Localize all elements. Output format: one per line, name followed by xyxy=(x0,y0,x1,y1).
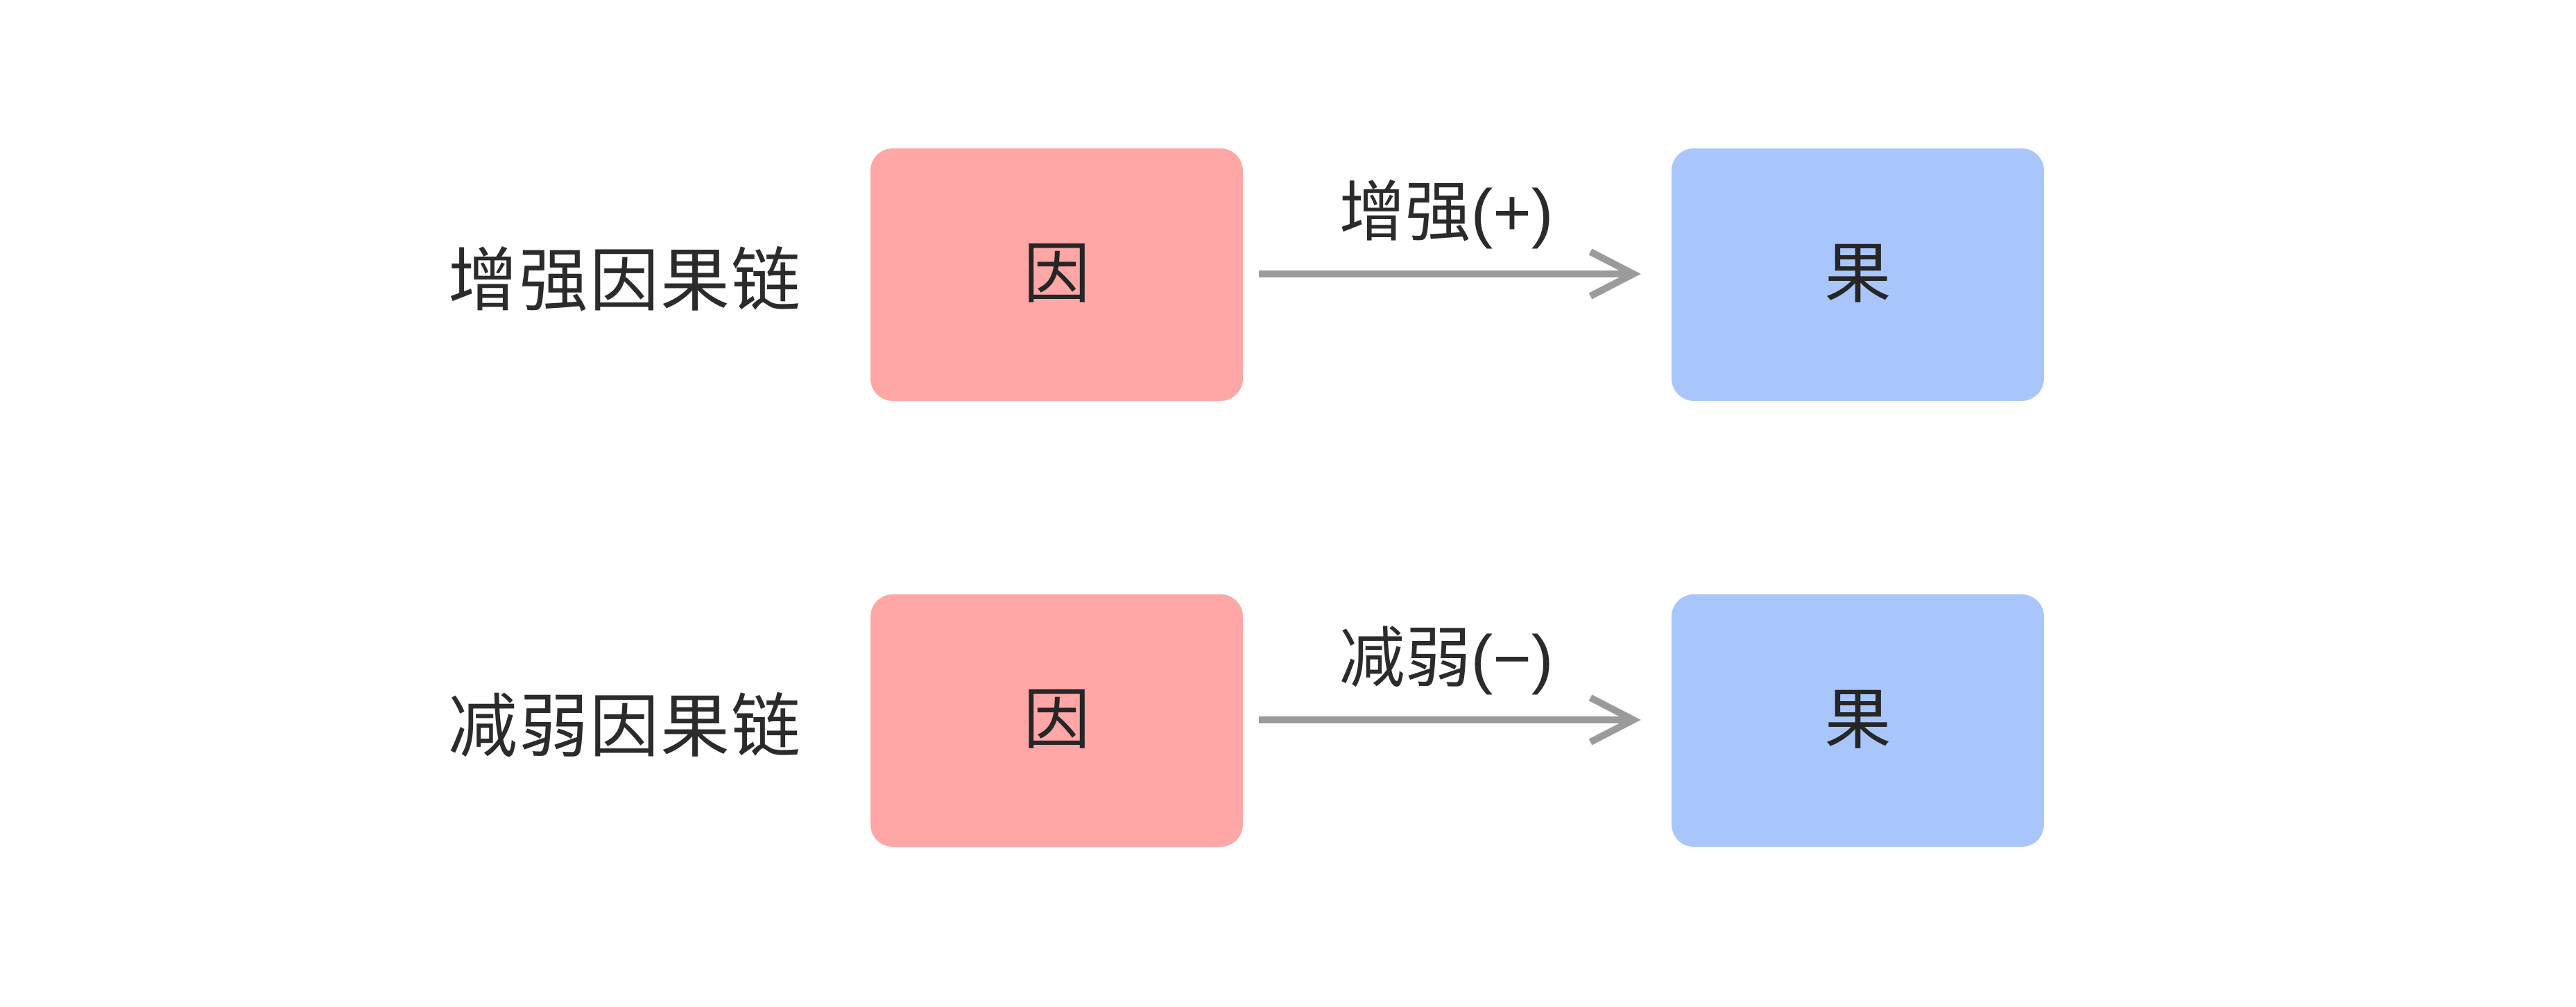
cause-node: 因 xyxy=(870,148,1243,401)
arrow-label-weakening: 减弱(−) xyxy=(1339,622,1554,696)
row-label-enhancing: 增强因果链 xyxy=(448,242,802,320)
right-arrow-icon xyxy=(1259,694,1641,746)
effect-node-label: 果 xyxy=(1824,683,1891,757)
arrow-label-enhancing: 增强(+) xyxy=(1339,176,1554,250)
row-enhancing-chain: 增强因果链 因 增强(+) 果 xyxy=(0,148,2576,401)
cause-node-label: 因 xyxy=(1023,683,1090,757)
row-weakening-chain: 减弱因果链 因 减弱(−) 果 xyxy=(0,594,2576,847)
effect-node: 果 xyxy=(1672,594,2044,847)
arrow-group-weakening: 减弱(−) xyxy=(1259,594,1669,847)
row-label-weakening: 减弱因果链 xyxy=(448,688,802,766)
effect-node: 果 xyxy=(1672,148,2044,401)
cause-node: 因 xyxy=(870,594,1243,847)
effect-node-label: 果 xyxy=(1824,237,1891,311)
right-arrow-icon xyxy=(1259,248,1641,300)
arrow-group-enhancing: 增强(+) xyxy=(1259,148,1669,401)
cause-node-label: 因 xyxy=(1023,237,1090,311)
